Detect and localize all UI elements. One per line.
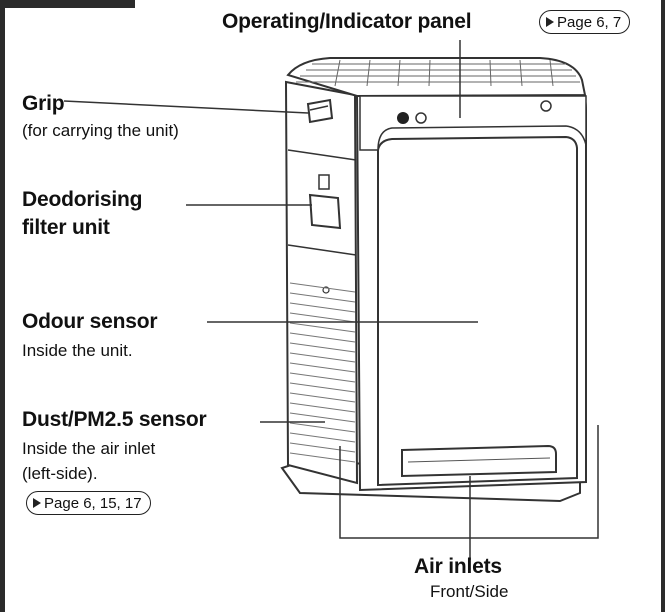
front-panel-inner [377, 135, 578, 487]
leader-lines [63, 40, 599, 560]
odour-sensor-label: Odour sensor [22, 310, 158, 333]
side-air-inlet-grille [289, 282, 356, 463]
deodorising-label-line2: filter unit [22, 216, 110, 239]
dust-sensor-label: Dust/PM2.5 sensor [22, 408, 207, 431]
frame-top-tab [0, 0, 135, 8]
dust-page-ref[interactable]: Page 6, 15, 17 [26, 491, 151, 515]
grip-label: Grip [22, 92, 65, 115]
indicator-dot-light [415, 112, 427, 124]
odour-sensor-note: Inside the unit. [22, 341, 133, 360]
front-air-inlet [401, 444, 557, 478]
dust-sensor-note-1: Inside the air inlet [22, 439, 156, 458]
air-inlets-note: Front/Side [430, 582, 509, 601]
filter-slot [308, 193, 342, 230]
play-triangle-icon [33, 498, 41, 508]
unit-side-panel [284, 80, 359, 485]
top-grille [296, 59, 580, 87]
leader-grip [63, 100, 309, 114]
frame-right-border [661, 0, 665, 612]
dust-page-ref-text: Page 6, 15, 17 [44, 494, 142, 512]
panel-page-ref-text: Page 6, 7 [557, 13, 622, 31]
play-triangle-icon [546, 17, 554, 27]
panel-label: Operating/Indicator panel [222, 10, 472, 33]
leader-inlets [339, 425, 599, 539]
deodorising-label-line1: Deodorising [22, 188, 143, 211]
dust-sensor-note-2: (left-side). [22, 464, 98, 483]
indicator-dot-right [540, 100, 552, 112]
unit-top-surface [286, 57, 587, 98]
indicator-dot-dark [397, 112, 409, 124]
grip-note: (for carrying the unit) [22, 121, 179, 140]
air-inlets-label: Air inlets [414, 555, 502, 578]
panel-page-ref[interactable]: Page 6, 7 [539, 10, 631, 34]
frame-left-border [0, 0, 5, 612]
grip-handle [306, 98, 334, 124]
indicator-band [359, 95, 587, 151]
